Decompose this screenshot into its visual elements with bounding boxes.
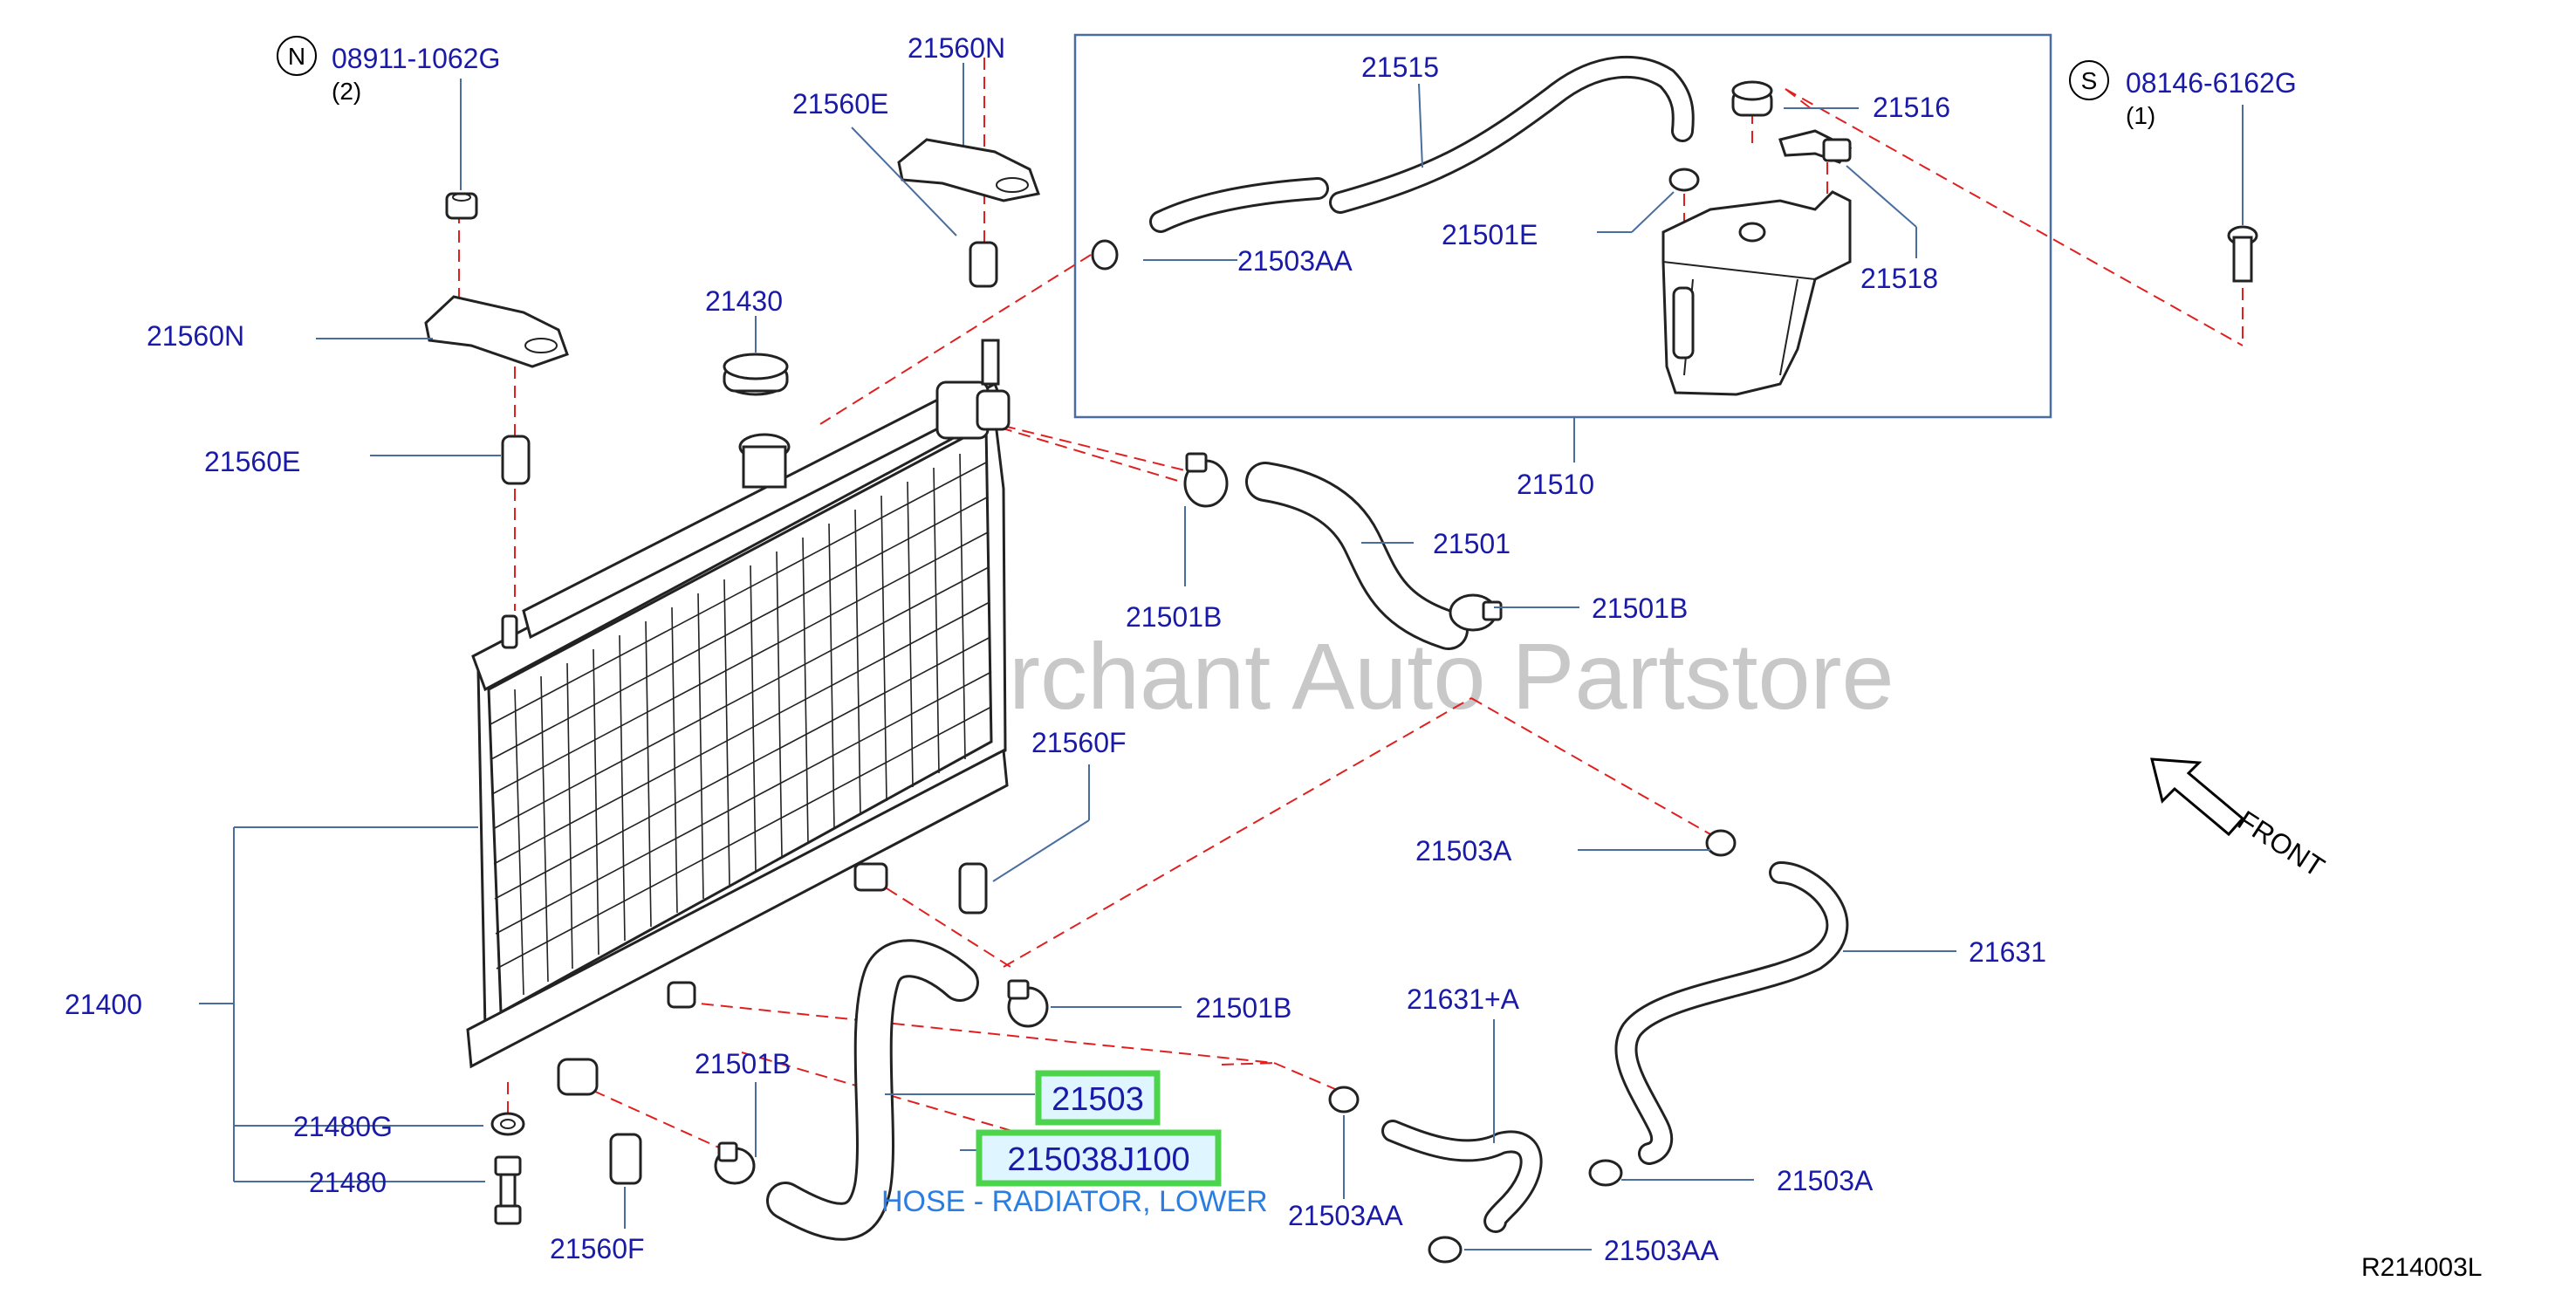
label-21510: 21510 <box>1517 469 1594 500</box>
clamp-21503aa-bottom <box>1428 1236 1463 1264</box>
label-21503a-upper: 21503A <box>1415 835 1512 867</box>
reservoir-cap-part <box>1731 80 1773 117</box>
clamp-21501b-lower-b <box>714 1141 756 1185</box>
clamp-21503a-upper <box>1705 829 1737 857</box>
fastener-n-part: 08911-1062G <box>332 43 500 74</box>
label-21501e: 21501E <box>1442 219 1538 250</box>
label-21560n-top: 21560N <box>908 32 1005 64</box>
highlight-part-number-box[interactable]: 21503 <box>1035 1070 1161 1126</box>
bushing-21560e-top <box>969 241 998 288</box>
label-21515: 21515 <box>1361 51 1439 83</box>
reservoir-tank-part <box>1661 190 1852 396</box>
fastener-s-qty: (1) <box>2126 102 2155 129</box>
label-21501b-lower-b: 21501B <box>695 1048 791 1079</box>
label-21503aa-top: 21503AA <box>1237 245 1353 277</box>
reservoir-group-box <box>1073 33 2052 419</box>
radiator-cap-part <box>723 353 789 396</box>
front-direction-indicator: FRONT <box>2150 757 2330 883</box>
overflow-hose-21515 <box>1149 55 1695 233</box>
highlight-full-part-number-box[interactable]: 215038J100 <box>976 1129 1222 1187</box>
leader-lines <box>199 63 2244 1250</box>
bolt-21480 <box>494 1155 522 1225</box>
label-21501b-upper-a: 21501B <box>1126 601 1222 633</box>
label-21503aa-bottom: 21503AA <box>1604 1235 1719 1266</box>
clamp-21501b-lower-a <box>1007 979 1049 1028</box>
highlight-full-part-number: 215038J100 <box>1007 1141 1189 1178</box>
fastener-s-letter: S <box>2081 67 2098 94</box>
fastener-n-letter: N <box>288 43 305 70</box>
label-21631a: 21631+A <box>1407 983 1520 1015</box>
screw-part <box>2227 225 2258 283</box>
clamp-21503aa-mid <box>1328 1086 1360 1113</box>
clamp-21501b-upper-a <box>1183 452 1229 508</box>
label-21501b-lower-a: 21501B <box>1196 992 1291 1024</box>
label-21560n-left: 21560N <box>147 320 244 352</box>
clamp-21501b-upper-b <box>1449 593 1503 632</box>
reference-code: R214003L <box>2361 1253 2482 1282</box>
highlight-description: HOSE - RADIATOR, LOWER <box>881 1185 1268 1218</box>
label-21501b-upper-b: 21501B <box>1592 593 1688 624</box>
bushing-21560f-lower <box>609 1133 642 1185</box>
fastener-s-part: 08146-6162G <box>2126 67 2297 99</box>
label-21560e-left: 21560E <box>204 446 300 477</box>
label-21516: 21516 <box>1873 92 1950 123</box>
reservoir-bracket-part <box>1778 129 1853 164</box>
lower-hose-21503 <box>766 939 979 1241</box>
label-21560f-upper: 21560F <box>1031 727 1127 758</box>
hose-21631 <box>1614 861 1849 1165</box>
washer-21480g <box>490 1112 525 1136</box>
part-labels: 21560N 21560E 21560N 21560E 21430 21515 … <box>65 32 2046 1266</box>
label-21501: 21501 <box>1433 528 1511 559</box>
hose-21631a <box>1381 1120 1543 1233</box>
label-21518: 21518 <box>1860 263 1938 294</box>
label-21560e-top: 21560E <box>792 88 888 120</box>
clamp-21503a-lower <box>1588 1159 1623 1187</box>
nut-part <box>445 192 478 220</box>
label-21503a-lower: 21503A <box>1777 1165 1874 1196</box>
bushing-21560f-upper <box>958 862 988 915</box>
label-21631: 21631 <box>1969 936 2046 968</box>
label-21430: 21430 <box>705 285 783 317</box>
label-21480g: 21480G <box>293 1111 393 1142</box>
bushing-21560e-left <box>501 435 531 485</box>
fastener-n-callout: N 08911-1062G (2) <box>277 36 500 105</box>
label-21503aa-mid: 21503AA <box>1288 1200 1403 1231</box>
front-label: FRONT <box>2232 805 2330 883</box>
highlight-part-number: 21503 <box>1052 1081 1144 1118</box>
front-arrow-icon <box>2150 757 2245 837</box>
label-21560f-lower: 21560F <box>550 1233 645 1264</box>
bracket-21560n-left <box>424 295 569 368</box>
label-21480: 21480 <box>309 1167 387 1198</box>
clamp-21503aa-top <box>1091 239 1119 271</box>
label-21400: 21400 <box>65 989 142 1020</box>
clip-21501e <box>1668 168 1700 192</box>
upper-hose-21501 <box>1245 462 1469 650</box>
fastener-n-qty: (2) <box>332 78 361 105</box>
bracket-21560n-top <box>897 138 1040 202</box>
radiator-core <box>466 339 1011 1096</box>
fastener-s-callout: S 08146-6162G (1) <box>2069 60 2297 129</box>
